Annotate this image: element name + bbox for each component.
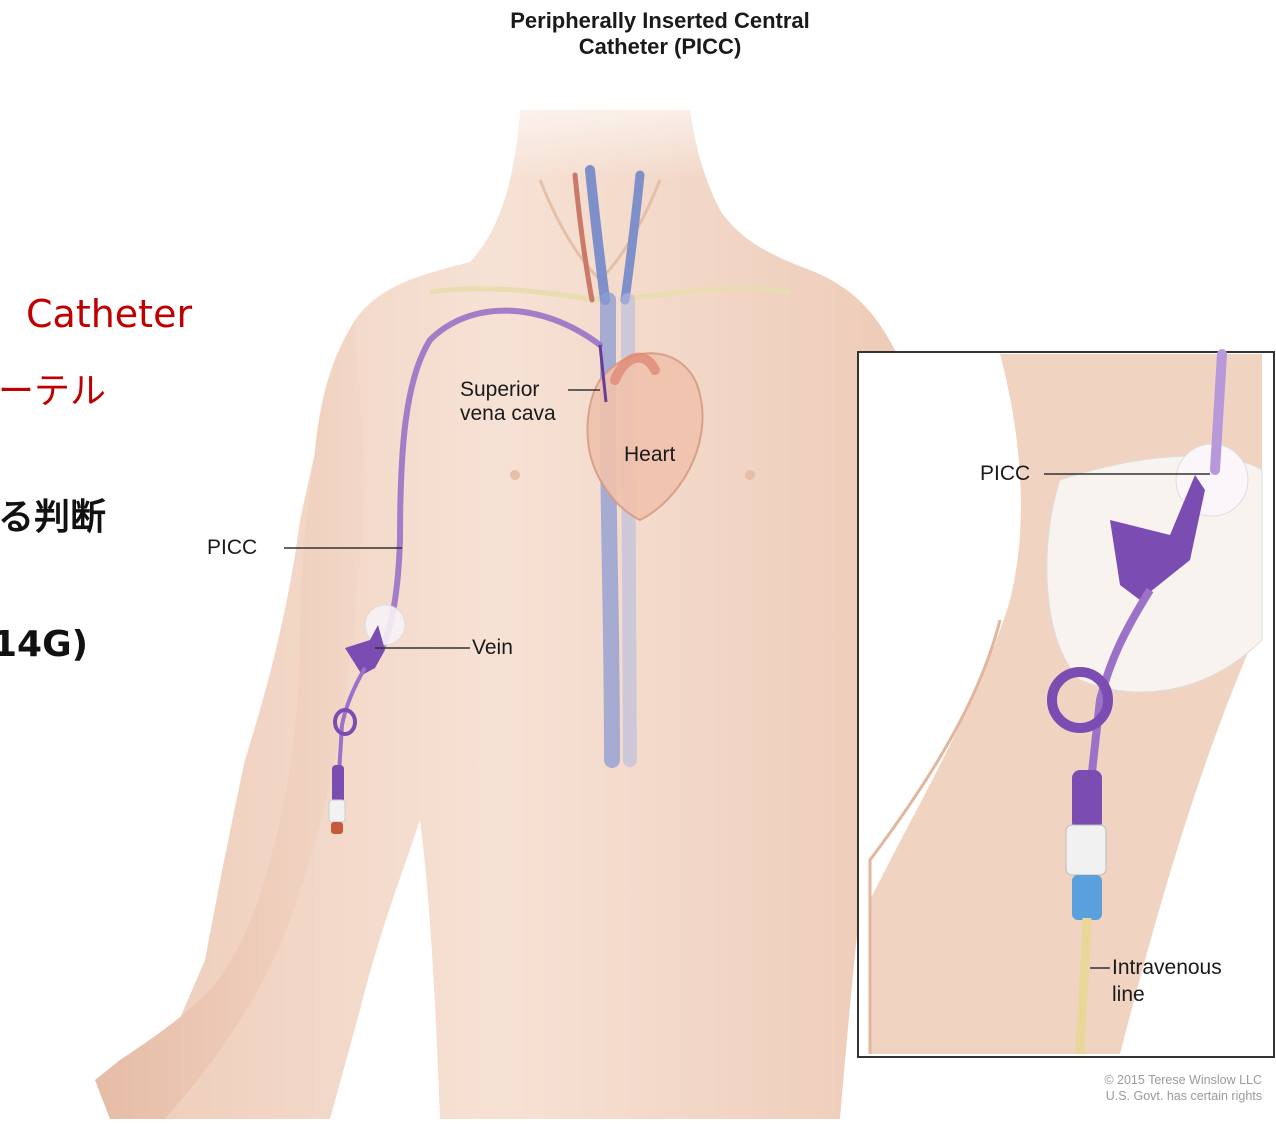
- slide-text-katakana: ーテル: [0, 362, 106, 414]
- label-superior: Superior: [460, 379, 539, 401]
- label-line: line: [1112, 984, 1145, 1006]
- slide-text-judgement: る判断: [0, 488, 106, 540]
- label-vein: Vein: [472, 637, 513, 659]
- label-vena-cava: vena cava: [460, 403, 556, 425]
- label-intravenous: Intravenous: [1112, 957, 1222, 979]
- title-line-1: Peripherally Inserted Central: [380, 8, 940, 34]
- slide-text-catheter: Catheter: [26, 292, 192, 336]
- label-picc-inset: PICC: [980, 463, 1030, 485]
- torso: [100, 110, 900, 1119]
- copyright-credit: © 2015 Terese Winslow LLC U.S. Govt. has…: [1104, 1072, 1262, 1104]
- credit-line-2: U.S. Govt. has certain rights: [1104, 1088, 1262, 1104]
- title-line-2: Catheter (PICC): [380, 34, 940, 60]
- credit-line-1: © 2015 Terese Winslow LLC: [1104, 1072, 1262, 1088]
- label-heart: Heart: [624, 444, 675, 466]
- label-picc-main: PICC: [207, 537, 257, 559]
- diagram-title: Peripherally Inserted Central Catheter (…: [380, 8, 940, 60]
- slide-text-gauge: 14G): [0, 624, 88, 665]
